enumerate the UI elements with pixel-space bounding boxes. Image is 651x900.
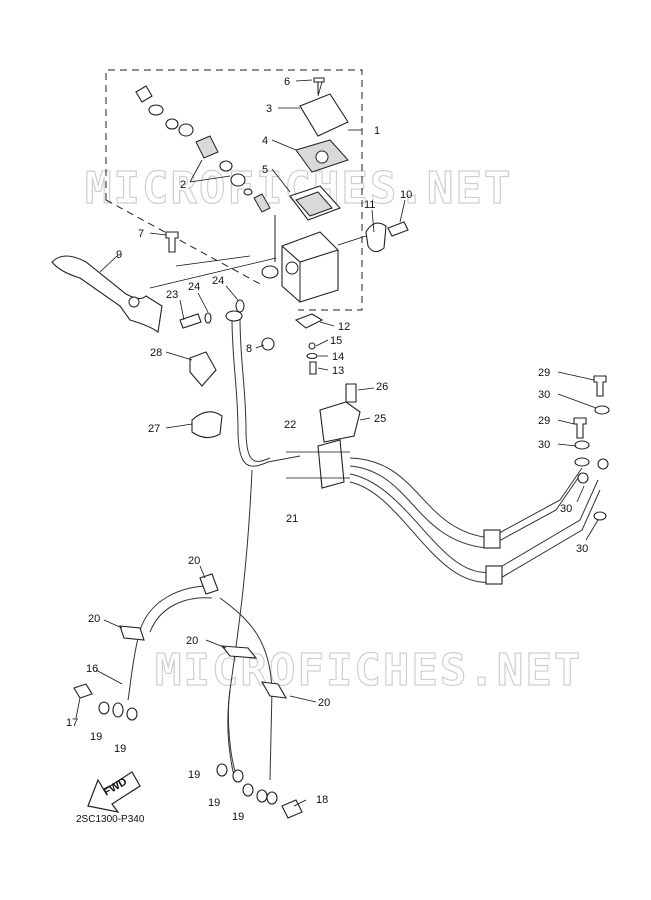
callout-14: 14 <box>332 351 344 363</box>
callout-24-a: 24 <box>188 281 200 293</box>
callout-24-b: 24 <box>212 275 224 287</box>
union-bolt-18 <box>281 799 303 819</box>
callout-1: 1 <box>374 125 380 137</box>
brake-joint <box>319 401 361 443</box>
callout-2: 2 <box>180 179 186 191</box>
callout-19-b: 19 <box>114 743 126 755</box>
callout-19-c: 19 <box>188 769 200 781</box>
callout-30-b: 30 <box>538 439 550 451</box>
pivot-bolt <box>179 313 202 329</box>
callout-19-a: 19 <box>90 731 102 743</box>
bolt-7 <box>165 231 179 253</box>
callout-21: 21 <box>286 513 298 525</box>
union-bolt-29-upper <box>593 375 607 397</box>
callout-29-a: 29 <box>538 367 550 379</box>
callout-27: 27 <box>148 423 160 435</box>
callout-labels: 1 2 3 4 5 6 7 8 9 10 11 12 13 14 15 16 1… <box>66 76 588 823</box>
watermark-bottom: MICROFICHES.NET <box>155 645 582 696</box>
callout-20-b: 20 <box>88 613 100 625</box>
callout-9: 9 <box>116 249 122 261</box>
piston-kit <box>135 85 271 213</box>
hose-guide-20a <box>199 573 219 595</box>
callout-5: 5 <box>262 164 268 176</box>
brake-hose-right-upper <box>349 457 583 539</box>
callout-30-c: 30 <box>560 503 572 515</box>
callout-3: 3 <box>266 103 272 115</box>
callout-17: 17 <box>66 717 78 729</box>
callout-16: 16 <box>86 663 98 675</box>
master-cylinder-body <box>261 215 339 303</box>
diagram-code: 2SC1300-P340 <box>76 814 145 825</box>
callout-15: 15 <box>330 335 342 347</box>
callout-13: 13 <box>332 365 344 377</box>
leader-lines <box>75 79 599 807</box>
brake-hose-right-lower <box>349 473 599 573</box>
callout-4: 4 <box>262 135 268 147</box>
hose-clamp-27 <box>191 411 223 439</box>
brake-hose-lower <box>227 469 253 777</box>
callout-10: 10 <box>400 189 412 201</box>
callout-7: 7 <box>138 228 144 240</box>
callout-11: 11 <box>364 199 375 211</box>
callout-19-d: 19 <box>208 797 220 809</box>
callout-25: 25 <box>374 413 386 425</box>
reservoir-cap <box>299 93 349 137</box>
brake-lever <box>51 255 163 333</box>
screw-6 <box>313 77 325 94</box>
callout-20-d: 20 <box>318 697 330 709</box>
callout-20-c: 20 <box>186 635 198 647</box>
union-bolt-29-lower <box>573 417 587 439</box>
bolt-10 <box>387 221 409 237</box>
brake-hose-main <box>231 317 301 467</box>
callout-20-a: 20 <box>188 555 200 567</box>
callout-30-d: 30 <box>576 543 588 555</box>
callout-29-b: 29 <box>538 415 550 427</box>
callout-8: 8 <box>246 343 252 355</box>
callout-22: 22 <box>284 419 296 431</box>
callout-26: 26 <box>376 381 388 393</box>
callout-30-a: 30 <box>538 389 550 401</box>
union-bolt-17 <box>73 683 93 699</box>
joint-21 <box>317 439 345 489</box>
hose-guide-28 <box>189 351 217 387</box>
holder-clamp <box>365 222 387 253</box>
callout-18: 18 <box>316 794 328 806</box>
callout-19-e: 19 <box>232 811 244 823</box>
fwd-arrow: FWD <box>87 771 141 813</box>
callout-28: 28 <box>150 347 162 359</box>
callout-6: 6 <box>284 76 290 88</box>
assembly-boundary <box>105 69 363 311</box>
brake-switch <box>294 313 324 329</box>
callout-23: 23 <box>166 289 178 301</box>
callout-12: 12 <box>338 321 350 333</box>
